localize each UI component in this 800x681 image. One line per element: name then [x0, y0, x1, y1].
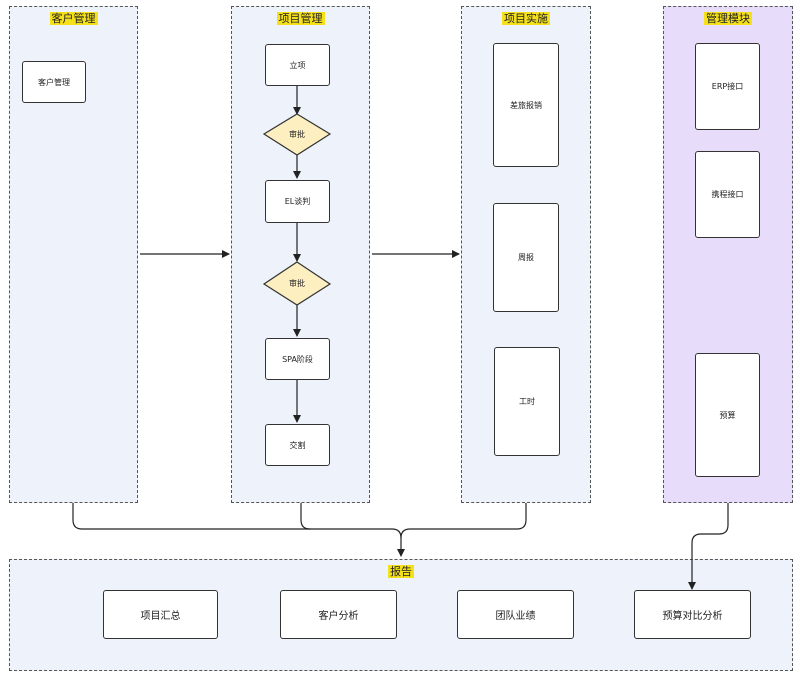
- el-negotiation-box[interactable]: EL谈判: [265, 180, 330, 223]
- lane-report-title: 报告: [388, 565, 414, 578]
- approval-label-2[interactable]: 审批: [289, 279, 305, 288]
- team-performance-box[interactable]: 团队业绩: [457, 590, 574, 639]
- project-initiation-box[interactable]: 立项: [265, 44, 330, 86]
- closing-box[interactable]: 交割: [265, 424, 330, 466]
- approval-label-1[interactable]: 审批: [289, 130, 305, 139]
- customer-analysis-box[interactable]: 客户分析: [280, 590, 397, 639]
- budget-box[interactable]: 预算: [695, 353, 760, 477]
- customer-management-box[interactable]: 客户管理: [22, 61, 86, 103]
- lane-management-title: 管理模块: [704, 12, 752, 25]
- weekly-report-box[interactable]: 周报: [493, 203, 559, 312]
- project-summary-box[interactable]: 项目汇总: [103, 590, 218, 639]
- lane-customer-title: 客户管理: [49, 12, 98, 25]
- lane-project-title: 项目管理: [276, 12, 325, 25]
- travel-reimbursement-box[interactable]: 差旅报销: [493, 43, 559, 167]
- ctrip-interface-box[interactable]: 携程接口: [695, 151, 760, 238]
- erp-interface-box[interactable]: ERP接口: [695, 43, 760, 130]
- budget-comparison-box[interactable]: 预算对比分析: [634, 590, 751, 639]
- lane-implementation-title: 项目实施: [502, 12, 550, 25]
- spa-stage-box[interactable]: SPA阶段: [265, 338, 330, 380]
- timesheet-box[interactable]: 工时: [494, 347, 560, 456]
